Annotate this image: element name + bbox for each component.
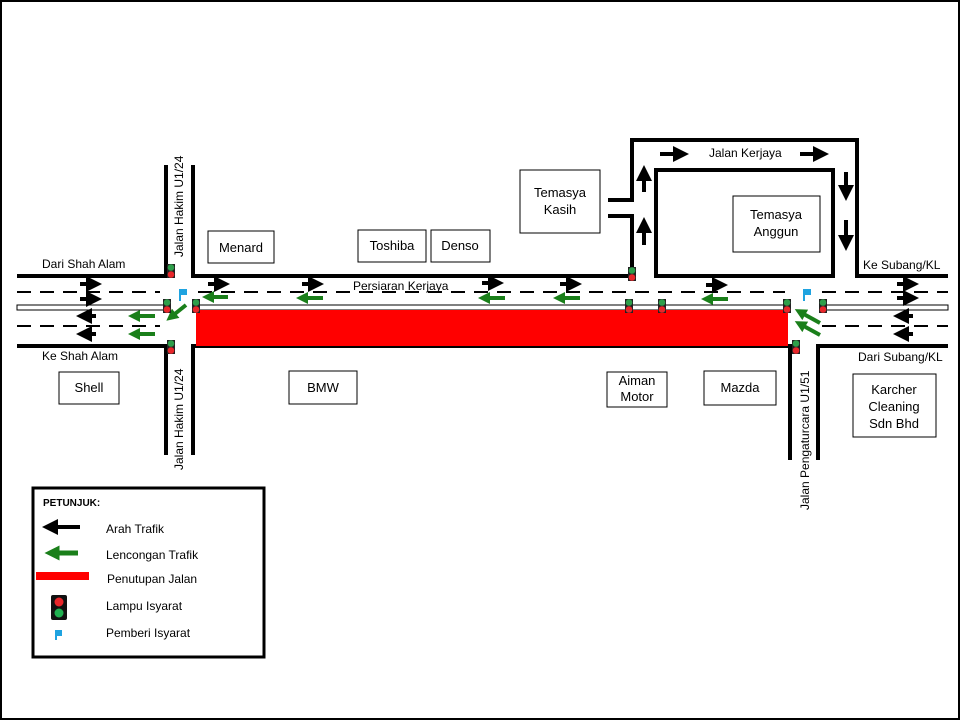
traffic-light-icon <box>792 340 800 354</box>
legend-title: PETUNJUK: <box>43 498 100 509</box>
road-label-pengaturcara: Jalan Pengaturcara U1/51 <box>798 370 812 510</box>
detour-arrow-icon <box>794 309 821 325</box>
traffic-light-icon <box>628 267 636 281</box>
flag-icon <box>179 289 187 301</box>
arrows-layer <box>76 146 919 342</box>
svg-text:Aiman: Aiman <box>619 373 656 388</box>
place-toshiba: Toshiba <box>357 229 427 263</box>
svg-text:Mazda: Mazda <box>720 380 760 395</box>
svg-text:Temasya: Temasya <box>750 207 803 222</box>
label-to-subang: Ke Subang/KL <box>863 258 941 272</box>
label-from-shah-alam: Dari Shah Alam <box>42 257 125 271</box>
svg-text:Anggun: Anggun <box>754 224 799 239</box>
road-label-jalan-kerjaya: Jalan Kerjaya <box>709 146 782 160</box>
road-edges <box>17 138 948 460</box>
traffic-light-icon <box>163 299 171 313</box>
road-label-hakim-bottom: Jalan Hakim U1/24 <box>172 368 186 470</box>
place-denso: Denso <box>430 229 491 263</box>
svg-text:Cleaning: Cleaning <box>868 399 919 414</box>
median-right <box>821 304 949 311</box>
legend: PETUNJUK: Arah Trafik Lencongan Trafik P… <box>31 486 266 659</box>
place-menard: Menard <box>207 230 275 264</box>
legend-red-bar-icon <box>36 572 89 580</box>
legend-blue-flag-icon <box>55 630 62 640</box>
median-center <box>195 304 789 311</box>
traffic-light-icon <box>783 299 791 313</box>
svg-text:Menard: Menard <box>219 240 263 255</box>
traffic-light-icon <box>819 299 827 313</box>
legend-label: Arah Trafik <box>106 522 165 536</box>
legend-traffic-light-icon <box>51 595 67 620</box>
flag-icon <box>803 289 811 301</box>
svg-text:Motor: Motor <box>620 389 654 404</box>
traffic-lights-layer <box>163 264 827 354</box>
traffic-light-icon <box>625 299 633 313</box>
road-closure <box>196 310 788 346</box>
svg-text:Karcher: Karcher <box>871 382 917 397</box>
legend-label: Penutupan Jalan <box>107 572 197 586</box>
road-label-persiaran-kerjaya: Persiaran Kerjaya <box>353 279 449 293</box>
traffic-light-icon <box>167 264 175 278</box>
legend-label: Pemberi Isyarat <box>106 626 191 640</box>
detour-arrow-icon <box>166 303 188 321</box>
legend-label: Lencongan Trafik <box>106 548 199 562</box>
traffic-light-icon <box>167 340 175 354</box>
svg-text:Temasya: Temasya <box>534 185 587 200</box>
median-left <box>16 304 166 311</box>
label-from-subang: Dari Subang/KL <box>858 350 943 364</box>
svg-text:Kasih: Kasih <box>544 202 577 217</box>
svg-text:Denso: Denso <box>441 238 479 253</box>
label-to-shah-alam: Ke Shah Alam <box>42 349 118 363</box>
traffic-light-icon <box>658 299 666 313</box>
traffic-light-icon <box>192 299 200 313</box>
svg-text:BMW: BMW <box>307 380 340 395</box>
legend-label: Lampu Isyarat <box>106 599 183 613</box>
place-mazda: Mazda <box>703 370 777 406</box>
place-bmw: BMW <box>288 370 358 405</box>
detour-arrow-icon <box>794 321 821 337</box>
svg-text:Shell: Shell <box>75 380 104 395</box>
road-label-hakim-top: Jalan Hakim U1/24 <box>172 155 186 257</box>
svg-text:Toshiba: Toshiba <box>370 238 416 253</box>
place-shell: Shell <box>58 371 120 405</box>
svg-text:Sdn Bhd: Sdn Bhd <box>869 416 919 431</box>
